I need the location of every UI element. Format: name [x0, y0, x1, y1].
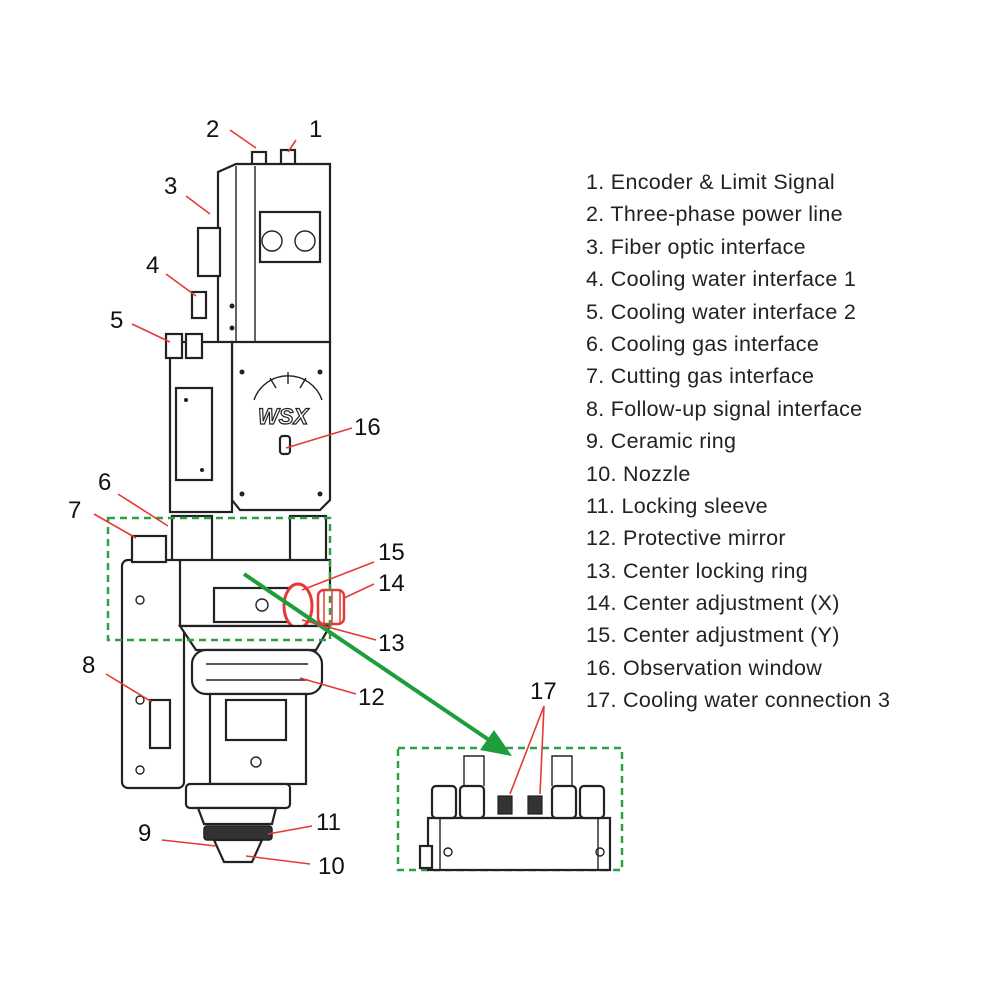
- legend-item: 3. Fiber optic interface: [586, 234, 806, 259]
- lower-module: [120, 514, 346, 864]
- protective-mirror-drawer: [190, 648, 324, 696]
- callout-14: 14: [378, 570, 405, 597]
- callout-numbers: 1 2 3 4 5 6 7 8 9 10 11 12 13 14 15 16 1…: [68, 116, 557, 880]
- callout-2: 2: [206, 116, 219, 143]
- legend-item: 6. Cooling gas interface: [586, 331, 820, 356]
- leader-lines: [93, 129, 545, 865]
- cooling-water-fitting-2: [164, 332, 184, 360]
- parts-legend: 1. Encoder & Limit Signal 2. Three-phase…: [586, 166, 890, 717]
- nozzle: [212, 838, 264, 864]
- callout-4: 4: [146, 252, 159, 279]
- callout-16: 16: [354, 414, 381, 441]
- callout-8: 8: [82, 652, 95, 679]
- cooling-water-port-b: [527, 795, 543, 815]
- callout-6: 6: [98, 469, 111, 496]
- logo-text: WSX: [258, 404, 309, 429]
- center-adjustment-x-knob: [316, 588, 346, 626]
- legend-item: 17. Cooling water connection 3: [586, 688, 891, 713]
- upper-housing: [196, 148, 332, 362]
- legend-item: 15. Center adjustment (Y): [586, 623, 840, 648]
- left-column: [164, 290, 234, 514]
- detail-arrow: [242, 572, 512, 756]
- callout-15: 15: [378, 539, 405, 566]
- legend-item: 16. Observation window: [586, 655, 823, 680]
- callout-10: 10: [318, 853, 345, 880]
- legend-item: 9. Ceramic ring: [586, 429, 737, 454]
- callout-17: 17: [530, 678, 557, 705]
- cutting-gas-fitting: [130, 534, 168, 564]
- legend-item: 11. Locking sleeve: [586, 493, 768, 518]
- inset-detail: [396, 746, 624, 872]
- locking-sleeve: [203, 825, 273, 841]
- middle-housing: WSX: [230, 340, 332, 512]
- legend-item: 8. Follow-up signal interface: [586, 396, 863, 421]
- callout-9: 9: [138, 820, 151, 847]
- legend-item: 1. Encoder & Limit Signal: [586, 170, 835, 194]
- observation-window: [278, 434, 292, 456]
- callout-1: 1: [309, 116, 322, 143]
- legend-item: 10. Nozzle: [586, 461, 691, 486]
- callout-3: 3: [164, 173, 177, 200]
- callout-7: 7: [68, 497, 81, 524]
- legend-item: 7. Cutting gas interface: [586, 364, 815, 389]
- legend-item: 12. Protective mirror: [586, 526, 786, 551]
- follow-up-signal-connector: [148, 698, 172, 750]
- legend-item: 4. Cooling water interface 1: [586, 267, 857, 292]
- callout-12: 12: [358, 684, 385, 711]
- callout-11: 11: [316, 809, 341, 836]
- legend-item: 2. Three-phase power line: [586, 202, 843, 227]
- legend-item: 14. Center adjustment (X): [586, 591, 840, 616]
- cooling-water-port-a: [497, 795, 513, 815]
- callout-13: 13: [378, 630, 405, 657]
- callout-5: 5: [110, 307, 123, 334]
- cooling-water-fitting-1: [190, 290, 208, 320]
- legend-item: 13. Center locking ring: [586, 558, 809, 583]
- legend-item: 5. Cooling water interface 2: [586, 299, 857, 324]
